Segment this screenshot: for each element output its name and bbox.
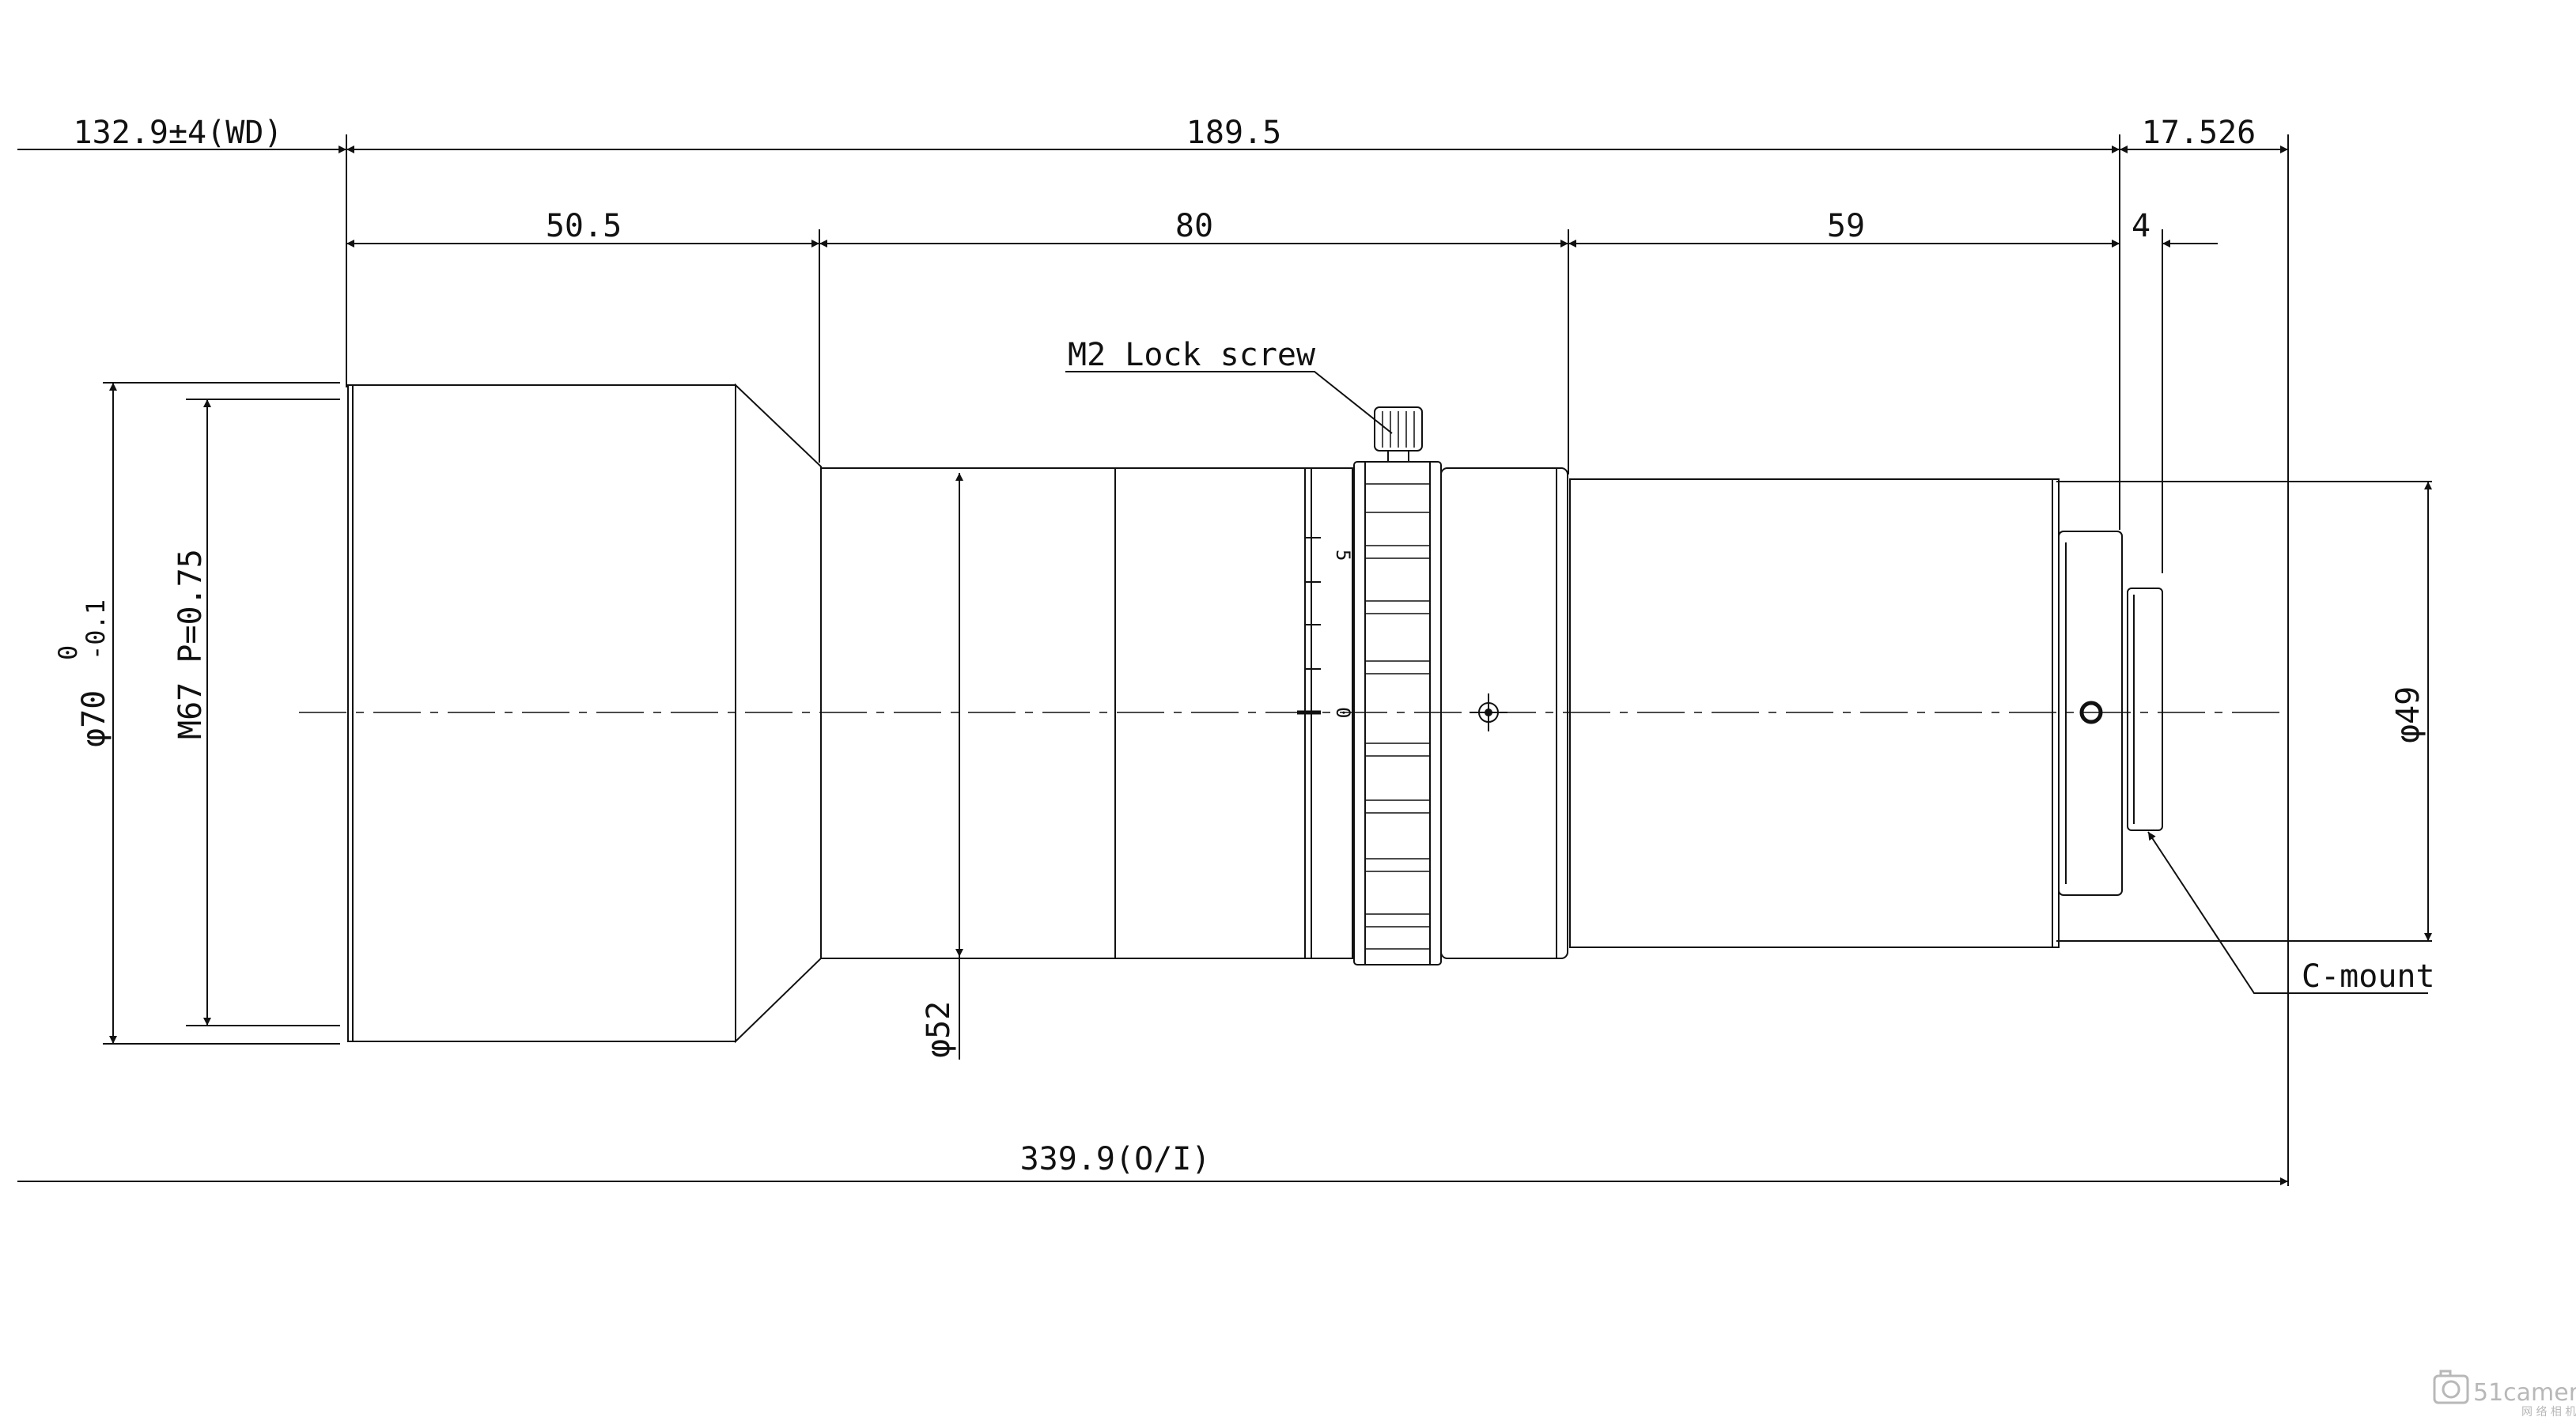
front-tol-upper-label: 0 xyxy=(53,645,83,660)
barrel-diameter-label: φ52 xyxy=(921,1001,957,1058)
front-tol-lower-label: -0.1 xyxy=(81,599,111,660)
camera-logo-icon xyxy=(2433,1370,2469,1404)
watermark-brand: 51camera xyxy=(2473,1379,2576,1407)
rear-length-label: 59 xyxy=(1827,208,1865,244)
watermark-sub: 网 络 相 机 网 xyxy=(2521,1406,2576,1417)
c-mount-thread xyxy=(2127,588,2163,831)
leader-lines xyxy=(1065,371,2428,994)
front-barrel xyxy=(347,384,736,1042)
scale-mark-0: 0 xyxy=(1332,707,1354,718)
dimension-lines xyxy=(17,145,2432,1185)
front-diameter-label: φ70 xyxy=(76,690,112,747)
middle-barrel xyxy=(820,467,1306,959)
lock-screw-label: M2 Lock screw xyxy=(1068,337,1316,373)
wd-dimension-label: 132.9±4(WD) xyxy=(74,115,283,151)
front-taper xyxy=(735,383,822,1044)
total-length-label: 339.9(O/I) xyxy=(1020,1141,1211,1177)
lock-screw xyxy=(1374,406,1423,463)
watermark: 51camera 网 络 相 机 网 xyxy=(2433,1370,2576,1417)
pin-symbol xyxy=(2079,701,2103,724)
rear-collar xyxy=(1440,467,1568,959)
screw-symbol xyxy=(1470,693,1507,731)
flange-back-label: 17.526 xyxy=(2142,115,2256,151)
dimension-labels: 132.9±4(WD) 189.5 17.526 50.5 80 59 4 33… xyxy=(53,115,2435,1177)
middle-length-label: 80 xyxy=(1175,208,1213,244)
lens-body xyxy=(347,383,2163,1044)
scale-mark-5: 5 xyxy=(1332,550,1354,561)
rear-barrel xyxy=(1569,478,2060,948)
length-189-label: 189.5 xyxy=(1186,115,1281,151)
rear-diameter-label: φ49 xyxy=(2390,686,2427,743)
extension-lines xyxy=(103,134,2432,1186)
mount-length-label: 4 xyxy=(2132,208,2150,244)
filter-thread-label: M67 P=0.75 xyxy=(172,549,209,739)
focus-ring xyxy=(1353,461,1442,965)
c-mount-label: C-mount xyxy=(2302,958,2435,995)
mount-flange xyxy=(2058,531,2123,896)
front-length-label: 50.5 xyxy=(546,208,622,244)
distance-scale xyxy=(1297,537,1321,715)
